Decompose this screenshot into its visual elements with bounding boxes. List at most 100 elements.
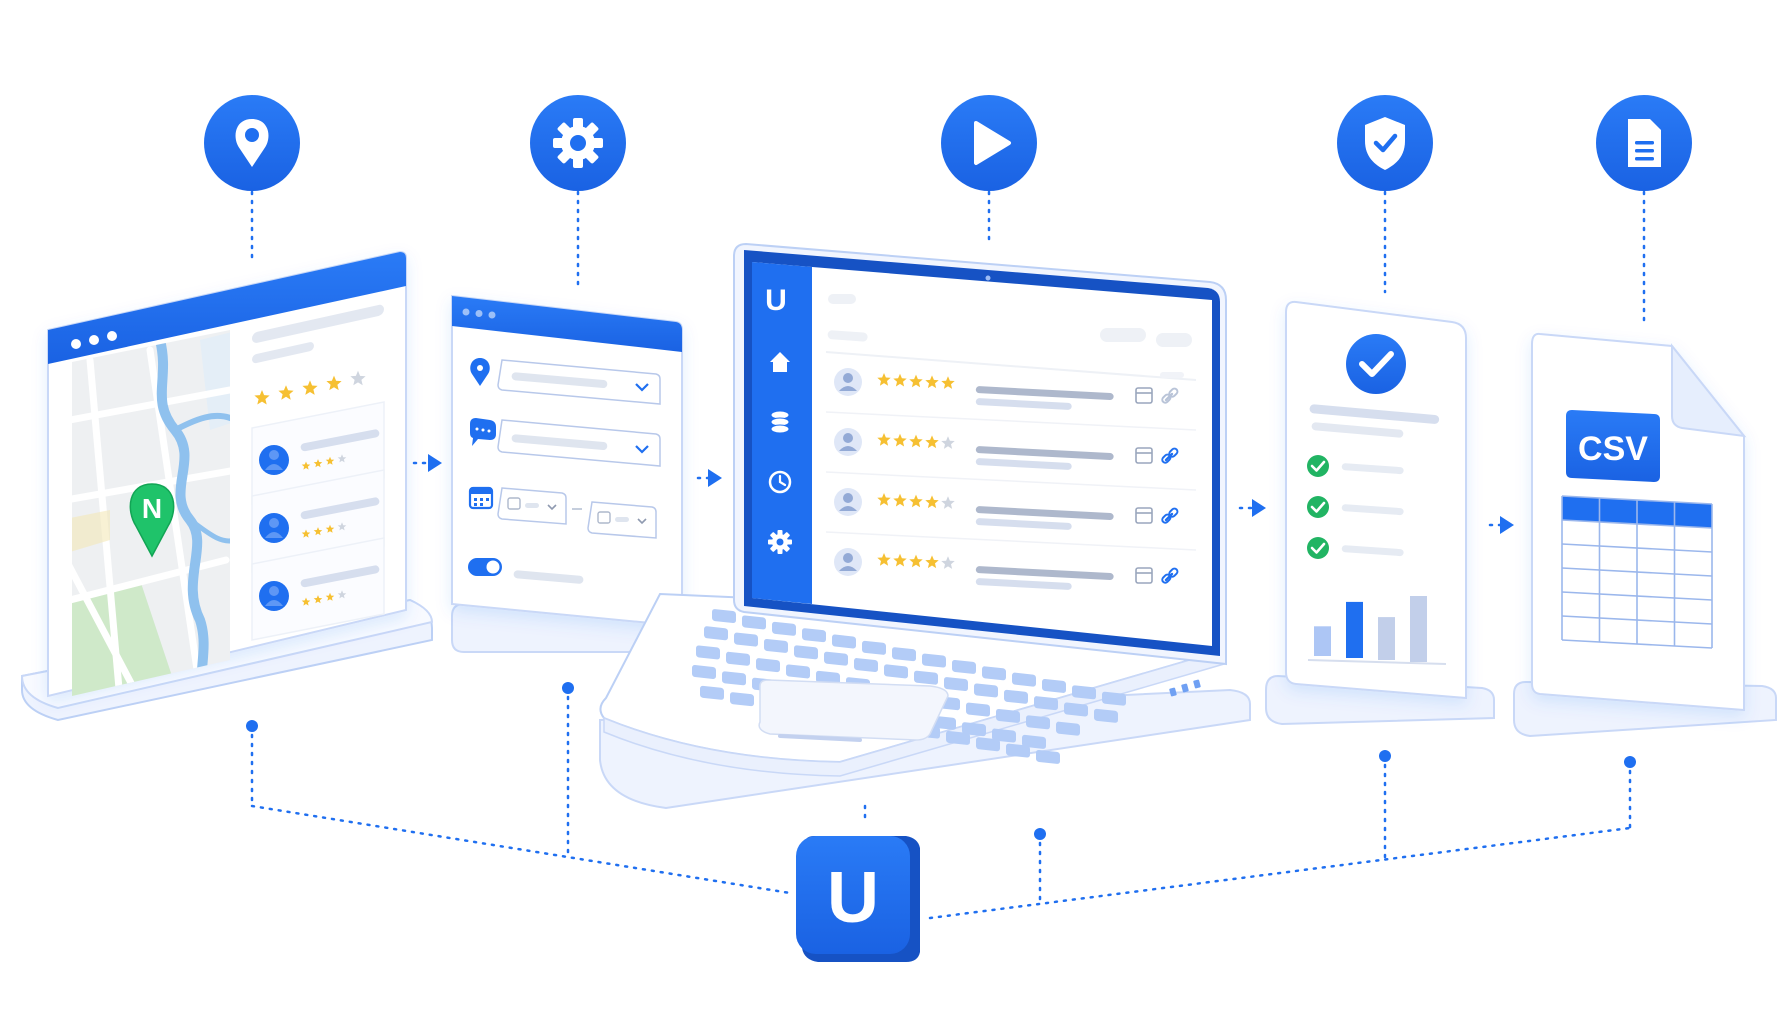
star-empty-icon [941,496,955,509]
hub-logo: U [796,836,920,962]
keyboard-key [1022,734,1046,749]
row-rating [877,373,955,389]
review-item[interactable] [251,537,385,641]
keyboard-key [1056,721,1080,736]
keyboard-key [832,634,856,649]
table-row[interactable] [825,428,1197,491]
keyboard-key [1004,689,1028,704]
location-filter[interactable] [470,358,661,405]
star-filled-icon [893,493,907,507]
star-filled-icon [909,554,923,568]
option-toggle[interactable] [468,558,584,584]
validation-bar-chart [1307,596,1447,665]
csv-badge [1566,410,1660,482]
header-filter-chip[interactable] [1100,328,1146,342]
keyboard-key [974,683,998,698]
bar [1346,601,1363,658]
star-filled-icon [893,553,907,567]
calendar-icon [1135,447,1153,464]
keyboard-key [730,692,754,707]
validation-panel [1265,300,1495,726]
star-filled-icon [877,373,891,386]
document-fold [1671,343,1747,438]
keyboard-key [854,658,878,672]
step-icons [204,95,1692,191]
keyboard-key [932,715,956,730]
table-row[interactable] [825,488,1197,551]
keyboard-key [1006,743,1030,758]
star-filled-icon [325,592,335,601]
app-header [825,294,1197,381]
star-filled-icon [301,597,311,606]
success-check-icon [1346,334,1406,394]
star-filled-icon [301,461,311,470]
window-dots [71,331,117,349]
calendar-icon [1135,507,1153,524]
star-filled-icon [925,495,939,509]
filter-panel [451,294,703,653]
touchpad[interactable] [758,679,949,741]
link-icon[interactable] [1161,567,1179,584]
csv-badge-label: CSV [1578,430,1648,468]
keyboard-key [966,702,990,717]
bar [1378,617,1395,660]
keyboard-key [1026,715,1050,730]
calendar-icon [1135,387,1153,404]
keyboard-key [692,665,716,679]
keyboard-key [764,638,788,653]
keyboard-key [704,626,728,641]
map-pin-label: N [142,493,162,524]
star-empty-icon [337,522,347,531]
star-empty-icon [941,556,955,569]
row-rating [877,493,955,509]
checklist-item [1307,496,1404,518]
star-filled-icon [893,373,907,387]
map-location-pin-icon: N [129,483,175,558]
star-filled-icon [877,433,891,446]
csv-table [1561,495,1713,649]
gear-icon[interactable] [768,530,792,554]
star-filled-icon [877,493,891,506]
star-filled-icon [877,553,891,566]
clock-icon[interactable] [768,470,792,494]
keyboard-key [726,651,750,666]
link-icon[interactable] [1161,387,1179,404]
bar [1410,596,1427,662]
database-icon[interactable] [770,410,790,434]
keyboard-key [1064,702,1088,717]
location-pin-icon [204,95,300,191]
keyboard-key [700,685,724,700]
star-filled-icon [909,374,923,388]
date-range-filter[interactable] [468,486,657,539]
home-icon[interactable] [770,352,790,372]
keyboard-key [802,628,826,643]
app-logo: U [765,284,787,317]
keyword-filter[interactable] [470,418,661,467]
keyboard-key [696,645,720,660]
laptop: U [599,242,1251,810]
table-row[interactable] [834,548,1179,590]
review-list [251,401,385,641]
keyboard-key [722,671,746,686]
row-rating [877,553,955,569]
keyboard-key [884,664,908,679]
keyboard-key [712,609,736,624]
keyboard-key [992,728,1016,743]
star-filled-icon [313,459,323,468]
document-icon [1596,95,1692,191]
table-row[interactable] [825,368,1197,431]
map-panel: N [20,250,434,722]
checklist-item [1307,455,1404,477]
header-action-chip[interactable] [1156,333,1192,347]
link-icon[interactable] [1161,447,1179,464]
check-icon [1307,496,1329,518]
keyboard-key [914,670,938,685]
keyboard-key [962,722,986,737]
arrow-icon [1252,499,1266,517]
link-icon[interactable] [1161,507,1179,524]
check-icon [1307,537,1329,559]
keyboard-key [1012,672,1036,687]
keyboard-key [1102,691,1126,706]
keyboard-key [742,615,766,630]
